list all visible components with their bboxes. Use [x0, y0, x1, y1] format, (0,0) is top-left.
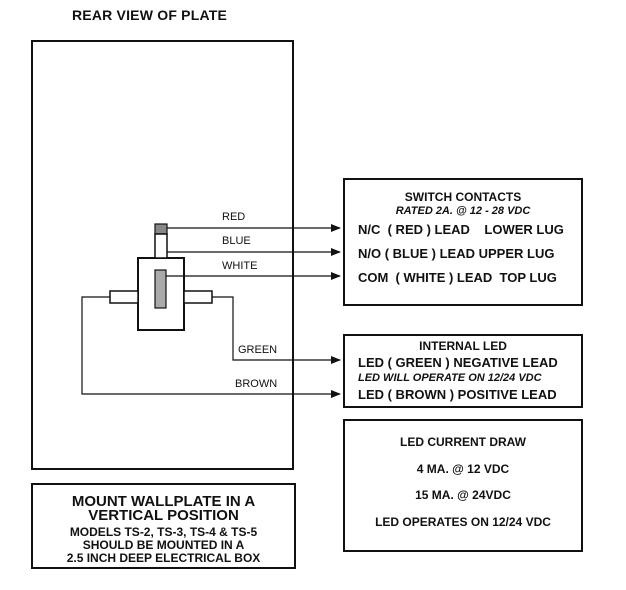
contact-nc-line: N/C ( RED ) LEAD LOWER LUG	[358, 222, 564, 237]
current-draw-heading: LED CURRENT DRAW	[400, 435, 526, 449]
current-draw-12v: 4 MA. @ 12 VDC	[416, 462, 510, 476]
mount-note-line3: MODELS TS-2, TS-3, TS-4 & TS-5	[69, 525, 258, 539]
blue-wire-label: BLUE	[222, 235, 251, 247]
red-wire-label: RED	[222, 211, 246, 223]
current-draw-operating-note: LED OPERATES ON 12/24 VDC	[375, 515, 551, 529]
mount-note-box: MOUNT WALLPLATE IN A VERTICAL POSITION M…	[31, 483, 296, 569]
top-terminal-blue	[154, 233, 168, 259]
green-wire	[212, 296, 341, 364]
green-wire-label: GREEN	[238, 344, 278, 356]
mount-note-line4: SHOULD BE MOUNTED IN A	[82, 538, 245, 552]
switch-contacts-box: SWITCH CONTACTS RATED 2A. @ 12 - 28 VDC …	[343, 178, 583, 306]
led-voltage-note: LED WILL OPERATE ON 12/24 VDC	[358, 372, 542, 384]
top-terminal-red	[154, 223, 168, 235]
led-negative-line: LED ( GREEN ) NEGATIVE LEAD	[358, 355, 558, 370]
switch-toggle	[154, 269, 167, 309]
mount-note-line5: 2.5 INCH DEEP ELECTRICAL BOX	[66, 551, 261, 565]
contact-no-line: N/O ( BLUE ) LEAD UPPER LUG	[358, 246, 555, 261]
switch-contacts-heading: SWITCH CONTACTS	[404, 190, 522, 204]
brown-wire	[81, 296, 341, 398]
contact-com-line: COM ( WHITE ) LEAD TOP LUG	[358, 270, 557, 285]
switch-contacts-rating: RATED 2A. @ 12 - 28 VDC	[395, 205, 531, 217]
led-positive-line: LED ( BROWN ) POSITIVE LEAD	[358, 387, 557, 402]
internal-led-box: INTERNAL LED LED ( GREEN ) NEGATIVE LEAD…	[343, 334, 583, 408]
white-wire-label: WHITE	[222, 260, 258, 272]
led-current-draw-box: LED CURRENT DRAW 4 MA. @ 12 VDC 15 MA. @…	[343, 419, 583, 552]
internal-led-heading: INTERNAL LED	[419, 339, 507, 353]
right-lug	[183, 290, 213, 304]
brown-wire-label: BROWN	[235, 378, 278, 390]
mount-note-line1: MOUNT WALLPLATE IN A	[71, 493, 256, 510]
diagram-title: REAR VIEW OF PLATE	[72, 7, 228, 23]
left-lug	[109, 290, 139, 304]
mount-note-line2: VERTICAL POSITION	[88, 507, 239, 524]
current-draw-24v: 15 MA. @ 24VDC	[415, 488, 511, 502]
